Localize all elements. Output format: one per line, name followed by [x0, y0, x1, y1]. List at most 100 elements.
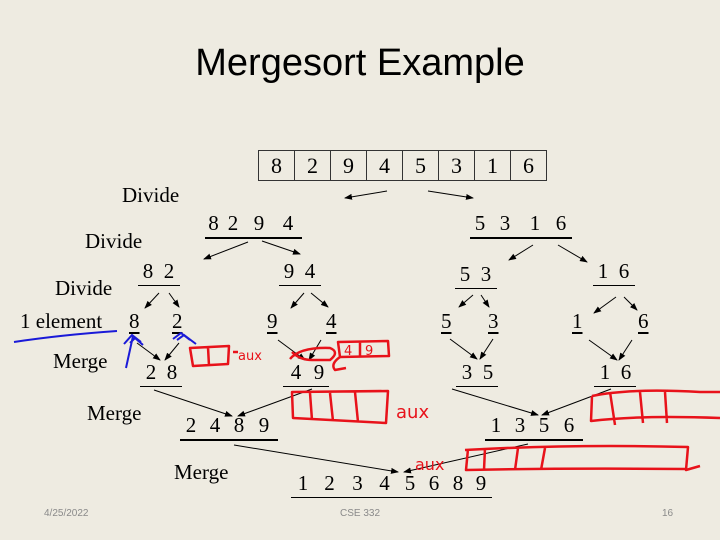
value: 4: [209, 413, 221, 437]
aux-value: 9: [365, 344, 373, 359]
array-cell: 3: [439, 151, 475, 180]
value: 6: [563, 413, 575, 437]
aux-box-right: [589, 389, 720, 426]
value: 5: [474, 211, 486, 235]
value: 9: [258, 413, 270, 437]
value: 3: [461, 360, 473, 384]
value: 6: [428, 471, 440, 495]
single-element: 1: [572, 309, 583, 333]
arrow: [233, 444, 399, 474]
arrow: [451, 388, 539, 416]
blue-arrow-icon: [172, 331, 197, 345]
single-element: 4: [326, 309, 337, 333]
arrow: [290, 292, 305, 309]
value: 2: [324, 471, 335, 495]
value: 1: [529, 211, 541, 235]
red-handwriting: aux 4 9 aux aux: [238, 344, 444, 474]
value: 5: [404, 471, 416, 495]
value: 1: [490, 413, 502, 437]
merge-label: Merge: [53, 349, 108, 373]
red-ink-annotations: [188, 339, 720, 472]
value: 8: [452, 471, 464, 495]
merge-label: Merge: [87, 401, 142, 425]
value: 8: [208, 211, 219, 235]
arrow: [203, 241, 249, 260]
value: 1: [297, 471, 309, 495]
arrow: [449, 338, 478, 360]
single-element: 5: [441, 309, 452, 333]
value: 2: [227, 211, 239, 235]
arrow: [403, 443, 529, 474]
value: 8: [233, 413, 245, 437]
red-circle: [289, 346, 337, 362]
arrow: [277, 339, 306, 361]
value: 8: [142, 259, 154, 283]
divide-label: Divide: [55, 276, 113, 300]
value: 5: [482, 360, 494, 384]
arrow: [588, 339, 618, 361]
arrow: [541, 388, 612, 416]
aux-box-large: [290, 389, 390, 425]
value: 8: [166, 360, 178, 384]
value: 2: [145, 360, 157, 384]
arrow: [479, 338, 494, 360]
value: 3: [480, 262, 492, 286]
aux-box-small: [188, 344, 231, 368]
value: 9: [253, 211, 265, 235]
array-cell: 1: [475, 151, 511, 180]
aux-box-values: [336, 339, 391, 359]
single-element: 9: [267, 309, 278, 333]
array-cell: 5: [403, 151, 439, 180]
arrow: [144, 292, 160, 309]
arrow: [261, 240, 301, 255]
value: 3: [499, 211, 511, 235]
aux-label: aux: [238, 349, 262, 364]
value: 3: [514, 413, 526, 437]
arrow: [136, 342, 161, 361]
value: 5: [459, 262, 471, 286]
one-element-label: 1 element: [20, 309, 103, 333]
footer-course: CSE 332: [340, 508, 381, 519]
arrow: [557, 244, 588, 263]
arrow: [593, 296, 617, 314]
value: 6: [620, 360, 632, 384]
footer-date: 4/25/2022: [44, 508, 89, 519]
arrow: [168, 292, 180, 308]
arrow: [237, 388, 313, 417]
input-array: 8 2 9 4 5 3 1 6: [258, 150, 547, 181]
arrow: [458, 294, 474, 308]
value: 3: [352, 471, 363, 495]
arrow: [344, 190, 388, 200]
value: 1: [597, 259, 609, 283]
value: 4: [304, 259, 316, 283]
footer-page-number: 16: [662, 508, 674, 519]
value: 5: [538, 413, 550, 437]
divide-label: Divide: [85, 229, 143, 253]
value: 6: [555, 211, 567, 235]
array-cell: 8: [259, 151, 295, 180]
value: 2: [185, 413, 197, 437]
arrow: [310, 292, 329, 308]
arrow: [427, 190, 474, 200]
value: 6: [618, 259, 630, 283]
value: 4: [290, 360, 302, 384]
divide-label: Divide: [122, 183, 180, 207]
arrow: [618, 339, 633, 361]
value: 4: [379, 471, 390, 495]
array-cell: 9: [331, 151, 367, 180]
single-element: 2: [172, 309, 183, 333]
value: 4: [282, 211, 294, 235]
array-cell: 2: [295, 151, 331, 180]
array-cell: 6: [523, 153, 534, 178]
